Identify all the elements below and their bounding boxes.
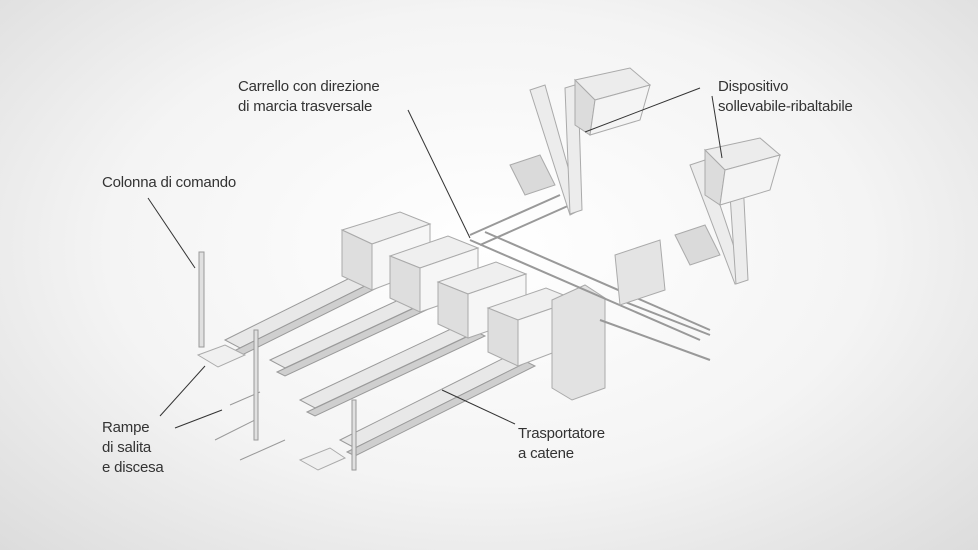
label-dispositivo: Dispositivo sollevabile-ribaltabile	[718, 77, 853, 117]
leader-lines	[147, 87, 723, 429]
label-rampe: Rampe di salita e discesa	[102, 418, 164, 478]
label-line: Dispositivo	[718, 78, 789, 95]
label-line: di marcia trasversale	[238, 98, 373, 115]
label-line: Carrello con direzione	[238, 78, 380, 95]
enclosure-boxes	[340, 211, 606, 401]
control-column	[198, 251, 357, 471]
label-line: Colonna di comando	[102, 174, 236, 191]
transverse-rails	[469, 194, 711, 361]
label-line: Rampe	[102, 419, 150, 436]
chain-conveyors	[223, 267, 537, 457]
label-line: a catene	[518, 445, 574, 462]
tipping-devices	[509, 67, 782, 306]
label-line: di salita	[102, 439, 152, 456]
label-line: Trasportatore	[518, 425, 605, 442]
label-carrello: Carrello con direzione di marcia trasver…	[238, 77, 380, 117]
label-line: e discesa	[102, 459, 164, 476]
label-line: sollevabile-ribaltabile	[718, 98, 853, 115]
label-trasportatore: Trasportatore a catene	[518, 424, 605, 464]
label-colonna: Colonna di comando	[102, 173, 236, 193]
